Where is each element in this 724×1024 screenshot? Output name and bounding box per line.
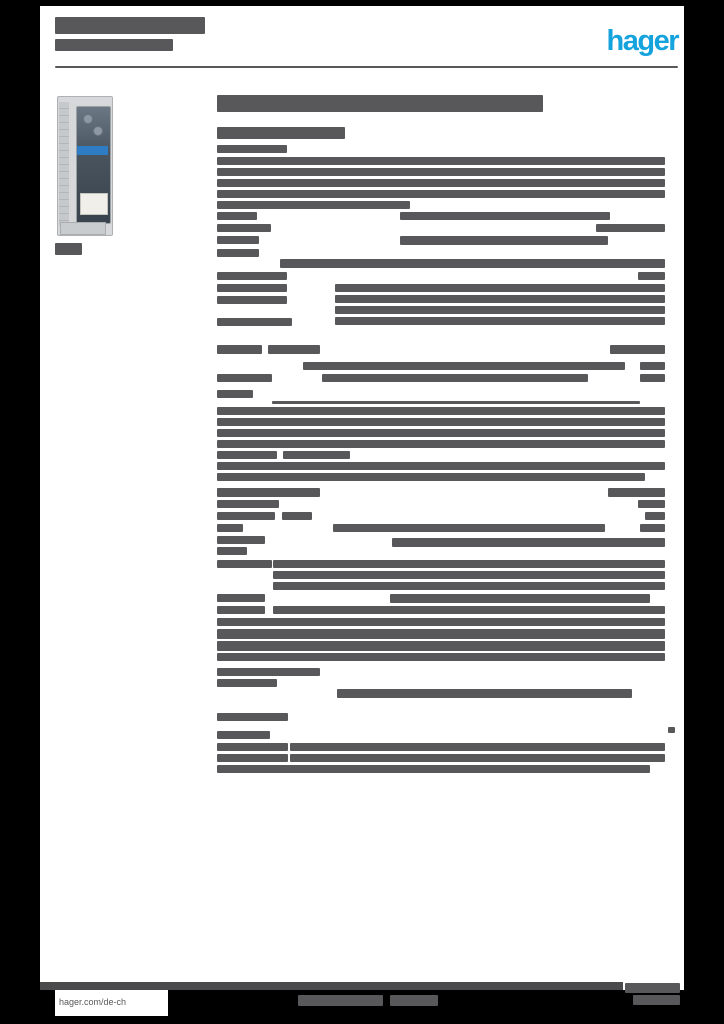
text-line-bar xyxy=(333,524,605,532)
section-header-bar xyxy=(217,488,320,497)
text-line-bar xyxy=(645,512,665,520)
product-photo-vents xyxy=(59,102,69,226)
header-rule xyxy=(55,66,678,68)
product-photo xyxy=(57,96,113,236)
text-line-bar xyxy=(335,317,665,325)
text-line-bar xyxy=(217,547,247,555)
section-header-bar xyxy=(217,145,287,153)
text-line-bar xyxy=(217,594,265,602)
text-line-bar xyxy=(272,401,640,404)
text-line-bar xyxy=(610,345,665,354)
text-line-bar xyxy=(335,284,665,292)
text-line-bar xyxy=(217,653,665,661)
footer-site-link[interactable]: hager.com/de-ch xyxy=(59,997,127,1007)
footer-band xyxy=(40,982,623,990)
text-line-bar xyxy=(303,362,625,370)
text-line-bar xyxy=(400,236,608,245)
text-line-bar xyxy=(217,272,287,280)
text-line-bar xyxy=(335,306,665,314)
text-line-bar xyxy=(217,296,287,304)
text-line-bar xyxy=(335,295,665,303)
text-line-bar xyxy=(268,345,320,354)
text-line-bar xyxy=(217,407,665,415)
text-line-bar xyxy=(273,571,665,579)
text-line-bar xyxy=(217,429,665,437)
text-line-bar xyxy=(217,212,257,220)
text-line-bar xyxy=(640,362,665,370)
text-line-bar xyxy=(217,524,243,532)
text-line-bar xyxy=(217,168,665,176)
text-line-bar xyxy=(273,560,665,568)
text-line-bar xyxy=(217,201,410,209)
doc-title-bar xyxy=(55,39,173,51)
text-line-bar xyxy=(217,618,665,626)
text-line-bar xyxy=(217,284,287,292)
text-line-bar xyxy=(290,754,665,762)
footer-center-text-bar xyxy=(298,995,383,1006)
text-line-bar xyxy=(217,679,277,687)
text-line-bar xyxy=(217,418,665,426)
text-line-bar xyxy=(217,765,650,773)
footnote-mark xyxy=(668,727,675,733)
text-line-bar xyxy=(217,536,265,544)
text-line-bar xyxy=(217,190,665,198)
footer-site-box: hager.com/de-ch xyxy=(55,990,168,1016)
text-line-bar xyxy=(217,179,665,187)
text-line-bar xyxy=(217,629,665,639)
product-title-bar xyxy=(217,95,543,112)
text-line-bar xyxy=(217,754,288,762)
paper-background xyxy=(40,6,684,990)
text-line-bar xyxy=(640,524,665,532)
section-header-bar xyxy=(217,390,253,398)
text-line-bar xyxy=(217,500,279,508)
text-line-bar xyxy=(217,606,265,614)
text-line-bar xyxy=(217,224,271,232)
text-line-bar xyxy=(282,512,312,520)
text-line-bar xyxy=(290,743,665,751)
text-line-bar xyxy=(638,272,665,280)
screw-icon xyxy=(83,114,93,124)
text-line-bar xyxy=(273,582,665,590)
text-line-bar xyxy=(217,451,277,459)
product-ref-bar xyxy=(55,243,82,255)
hager-logo: hager xyxy=(606,25,680,57)
footer-center-text-bar xyxy=(390,995,438,1006)
text-line-bar xyxy=(337,689,632,698)
text-line-bar xyxy=(283,451,350,459)
footer-right-text-bar xyxy=(633,995,680,1005)
product-photo-blue-stripe xyxy=(77,146,108,155)
footer-right-text-bar xyxy=(625,983,680,993)
text-line-bar xyxy=(217,473,645,481)
product-photo-base xyxy=(60,222,106,235)
text-line-bar xyxy=(217,743,288,751)
text-line-bar xyxy=(217,668,320,676)
text-line-bar xyxy=(217,512,275,520)
text-line-bar xyxy=(596,224,665,232)
text-line-bar xyxy=(217,318,292,326)
text-line-bar xyxy=(217,249,259,257)
text-line-bar xyxy=(217,157,665,165)
text-line-bar xyxy=(392,538,665,547)
text-line-bar xyxy=(217,345,262,354)
text-line-bar xyxy=(217,560,272,568)
text-line-bar xyxy=(322,374,588,382)
text-line-bar xyxy=(217,731,270,739)
product-subtitle-bar xyxy=(217,127,345,139)
text-line-bar xyxy=(390,594,650,603)
text-line-bar xyxy=(273,606,665,614)
text-line-bar xyxy=(217,462,665,470)
text-line-bar xyxy=(280,259,665,268)
product-photo-label xyxy=(80,193,108,215)
text-line-bar xyxy=(217,236,259,244)
text-line-bar xyxy=(217,641,665,651)
text-line-bar xyxy=(640,374,665,382)
text-line-bar xyxy=(638,500,665,508)
doc-title-bar xyxy=(55,17,205,34)
section-header-bar xyxy=(217,713,288,721)
screw-icon xyxy=(93,126,103,136)
text-line-bar xyxy=(608,488,665,497)
text-line-bar xyxy=(217,374,272,382)
text-line-bar xyxy=(400,212,610,220)
text-line-bar xyxy=(217,440,665,448)
